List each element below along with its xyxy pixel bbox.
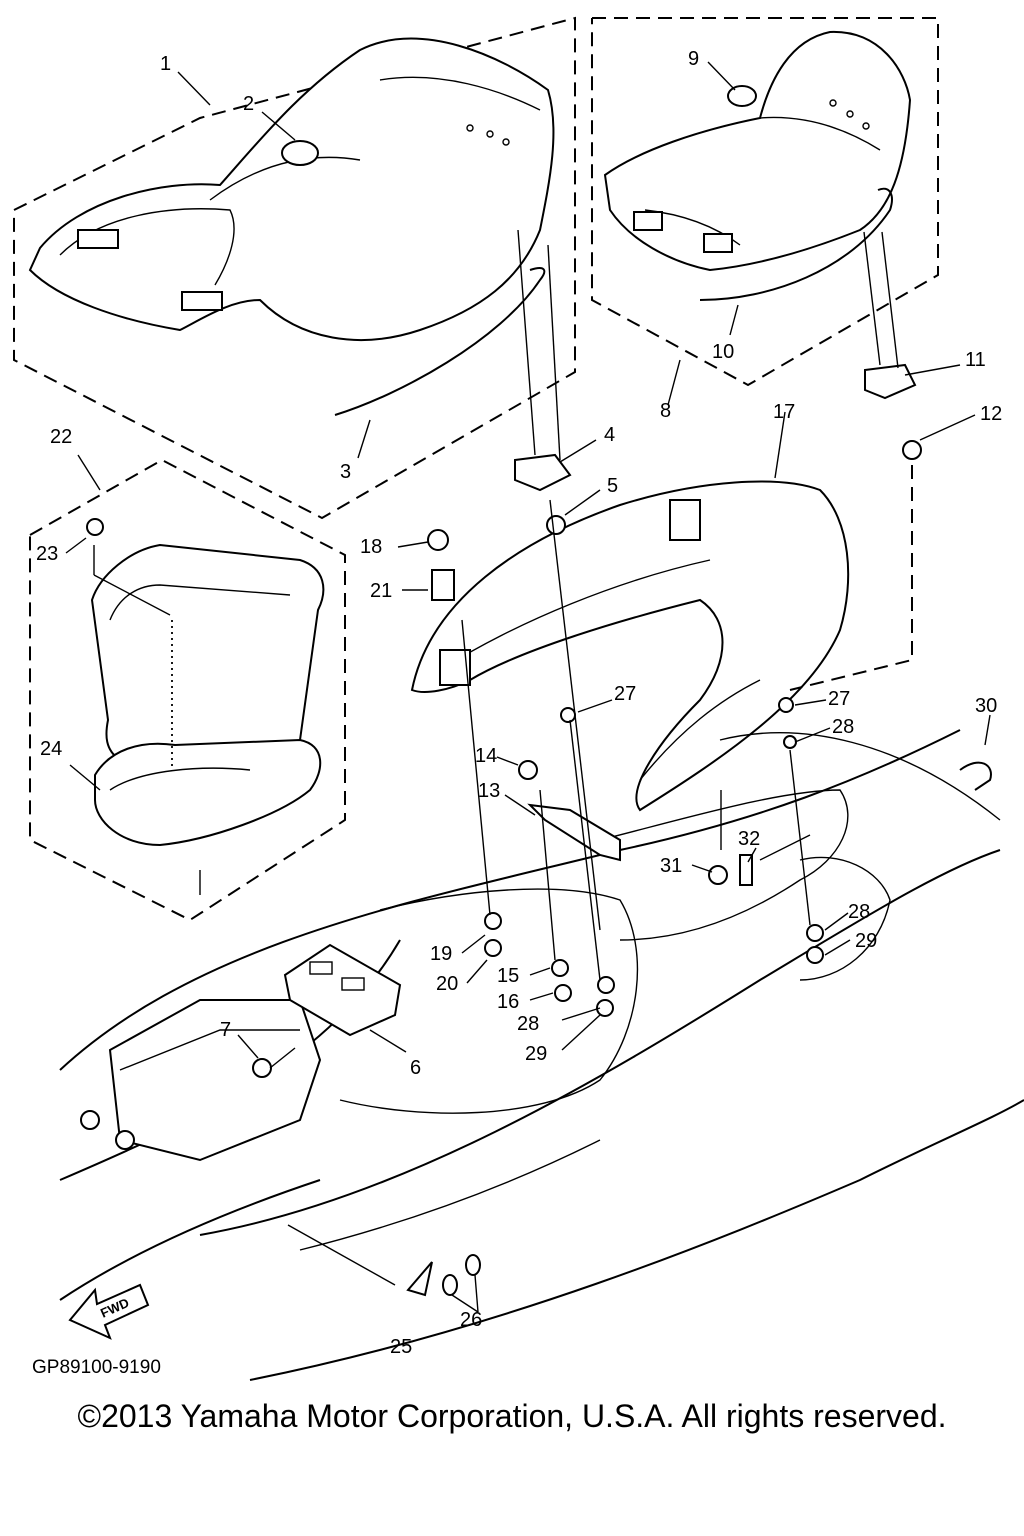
callout-20: 20 xyxy=(436,973,458,995)
bolt-7 xyxy=(252,1047,296,1078)
callout-29b: 29 xyxy=(855,930,877,952)
parts-diagram: FWD 1 2 3 4 5 6 7 8 9 10 11 12 13 14 15 … xyxy=(13,16,1024,1381)
callout-7: 7 xyxy=(220,1019,231,1041)
seat-front-group-box xyxy=(13,16,576,520)
seat-rear xyxy=(603,30,912,301)
callout-16: 16 xyxy=(497,991,519,1013)
callout-21: 21 xyxy=(370,580,392,602)
seat-rear-group-box xyxy=(591,17,939,387)
callout-30: 30 xyxy=(975,695,997,717)
hull-body xyxy=(59,729,1024,1381)
callout-32: 32 xyxy=(738,828,760,850)
callout-27a: 27 xyxy=(614,683,636,705)
callout-14: 14 xyxy=(475,745,497,767)
callout-3: 3 xyxy=(340,461,351,483)
engine-cover xyxy=(80,999,322,1162)
callout-13: 13 xyxy=(478,780,500,802)
callout-17: 17 xyxy=(773,401,795,423)
callout-12: 12 xyxy=(980,403,1002,425)
storage-bin-group-box xyxy=(29,458,346,922)
hood-frame xyxy=(410,480,850,812)
callout-5: 5 xyxy=(607,475,618,497)
callout-19: 19 xyxy=(430,943,452,965)
seat-front xyxy=(28,37,555,416)
callout-27b: 27 xyxy=(828,688,850,710)
callout-10: 10 xyxy=(712,341,734,363)
callout-23: 23 xyxy=(36,543,58,565)
callout-28a: 28 xyxy=(832,716,854,738)
callout-2: 2 xyxy=(243,93,254,115)
callout-22: 22 xyxy=(50,426,72,448)
storage-bin xyxy=(86,518,325,847)
callout-8: 8 xyxy=(660,400,671,422)
callouts: 1 2 3 4 5 6 7 8 9 10 11 12 13 14 15 16 1… xyxy=(36,48,1002,1358)
drawing-code: GP89100-9190 xyxy=(32,1357,161,1378)
callout-4: 4 xyxy=(604,424,615,446)
fwd-arrow: FWD xyxy=(68,1283,150,1340)
leader-lines xyxy=(65,61,991,1313)
callout-25: 25 xyxy=(390,1336,412,1358)
callout-28c: 28 xyxy=(848,901,870,923)
callout-29a: 29 xyxy=(525,1043,547,1065)
fasteners xyxy=(406,363,992,1297)
assembly-lines xyxy=(93,229,913,981)
callout-28b: 28 xyxy=(517,1013,539,1035)
callout-26: 26 xyxy=(460,1309,482,1331)
callout-6: 6 xyxy=(410,1057,421,1079)
callout-1: 1 xyxy=(160,53,171,75)
copyright-notice: ©2013 Yamaha Motor Corporation, U.S.A. A… xyxy=(77,1398,947,1434)
callout-24: 24 xyxy=(40,738,62,760)
callout-11: 11 xyxy=(965,349,986,371)
callout-31: 31 xyxy=(660,855,682,877)
callout-9: 9 xyxy=(688,48,699,70)
grab-bar-6 xyxy=(283,943,402,1037)
callout-18: 18 xyxy=(360,536,382,558)
callout-15: 15 xyxy=(497,965,519,987)
